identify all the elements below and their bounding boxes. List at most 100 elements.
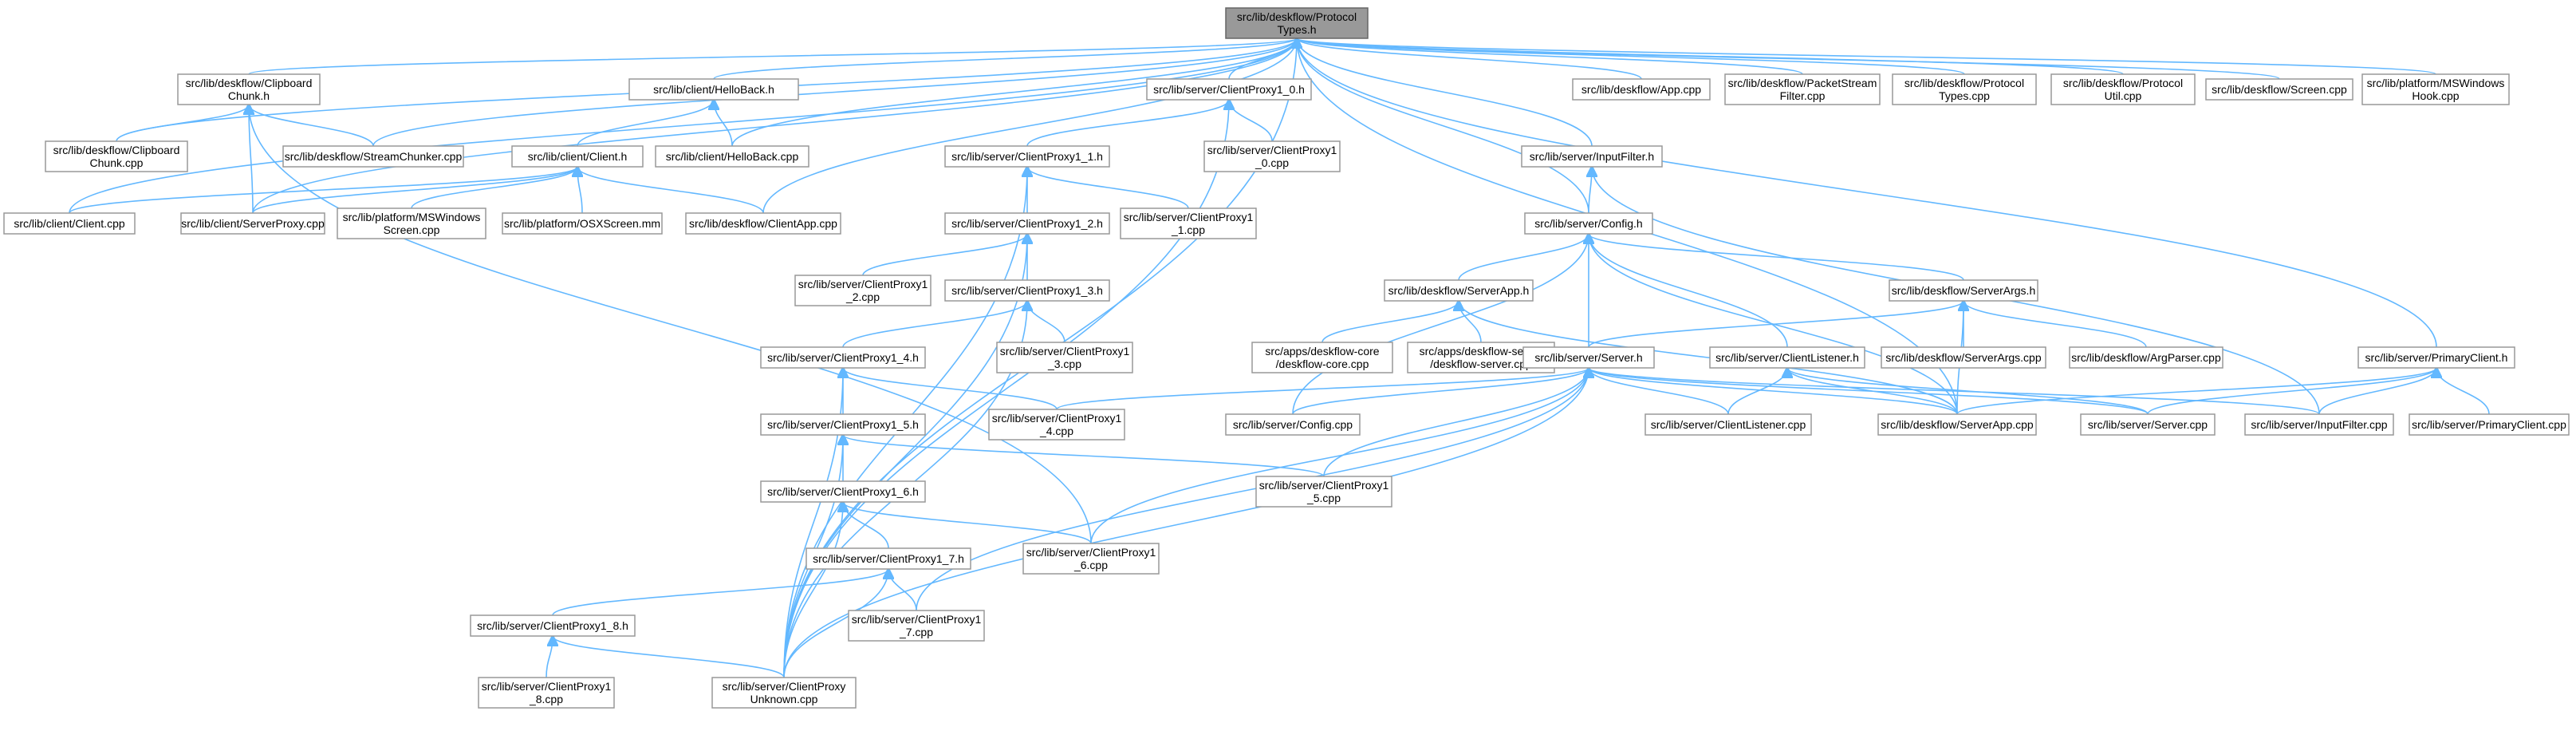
node-box[interactable] [1022, 543, 1160, 575]
node-box[interactable] [2050, 73, 2196, 105]
node-box[interactable] [1120, 207, 1257, 239]
node-box[interactable] [1146, 78, 1312, 101]
node-client-listener-cpp[interactable]: src/lib/server/ClientListener.cpp [1644, 413, 1812, 436]
node-box[interactable] [2069, 346, 2223, 369]
node-deskflow-core-cpp[interactable]: src/apps/deskflow-core/deskflow-core.cpp [1251, 342, 1393, 373]
node-stream-chunker-cpp[interactable]: src/lib/deskflow/StreamChunker.cpp [282, 145, 464, 168]
node-hello-back-cpp[interactable]: src/lib/client/HelloBack.cpp [655, 145, 809, 168]
node-server-app-h[interactable]: src/lib/deskflow/ServerApp.h [1384, 279, 1534, 302]
node-box[interactable] [1225, 7, 1369, 39]
node-box[interactable] [45, 140, 188, 172]
node-client-cpp[interactable]: src/lib/client/Client.cpp [3, 212, 136, 235]
node-server-cpp[interactable]: src/lib/server/Server.cpp [2080, 413, 2216, 436]
node-box[interactable] [1892, 73, 2037, 105]
node-clientproxy1-3-h[interactable]: src/lib/server/ClientProxy1_3.h [944, 279, 1110, 302]
node-box[interactable] [470, 614, 636, 637]
node-box[interactable] [2357, 346, 2515, 369]
node-clientproxy1-2-cpp[interactable]: src/lib/server/ClientProxy1_2.cpp [794, 275, 932, 306]
node-server-args-cpp[interactable]: src/lib/deskflow/ServerArgs.cpp [1881, 346, 2046, 369]
node-deskflow-server-cpp[interactable]: src/apps/deskflow-server/deskflow-server… [1407, 342, 1555, 373]
node-box[interactable] [337, 207, 486, 239]
node-box[interactable] [1889, 279, 2038, 302]
node-box[interactable] [1644, 413, 1812, 436]
node-app-cpp[interactable]: src/lib/deskflow/App.cpp [1572, 78, 1711, 101]
node-box[interactable] [848, 610, 985, 642]
node-client-app-cpp[interactable]: src/lib/deskflow/ClientApp.cpp [685, 212, 841, 235]
node-config-cpp[interactable]: src/lib/server/Config.cpp [1225, 413, 1361, 436]
node-clientproxy1-8-cpp[interactable]: src/lib/server/ClientProxy1_8.cpp [478, 677, 615, 709]
node-input-filter-cpp[interactable]: src/lib/server/InputFilter.cpp [2244, 413, 2394, 436]
node-box[interactable] [2244, 413, 2394, 436]
node-box[interactable] [1225, 413, 1361, 436]
node-box[interactable] [3, 212, 136, 235]
node-box[interactable] [760, 480, 926, 503]
node-box[interactable] [502, 212, 663, 235]
node-config-h[interactable]: src/lib/server/Config.h [1524, 212, 1653, 235]
node-client-h[interactable]: src/lib/client/Client.h [511, 145, 644, 168]
node-arg-parser-cpp[interactable]: src/lib/deskflow/ArgParser.cpp [2069, 346, 2223, 369]
node-clientproxy1-5-h[interactable]: src/lib/server/ClientProxy1_5.h [760, 413, 926, 436]
node-box[interactable] [944, 279, 1110, 302]
node-box[interactable] [944, 212, 1110, 235]
node-server-app-cpp[interactable]: src/lib/deskflow/ServerApp.cpp [1877, 413, 2037, 436]
node-box[interactable] [511, 145, 644, 168]
node-clientproxy1-7-cpp[interactable]: src/lib/server/ClientProxy1_7.cpp [848, 610, 985, 642]
node-osx-screen-mm[interactable]: src/lib/platform/OSXScreen.mm [502, 212, 663, 235]
node-box[interactable] [805, 547, 971, 570]
node-box[interactable] [1877, 413, 2037, 436]
node-box[interactable] [760, 346, 926, 369]
node-client-listener-h[interactable]: src/lib/server/ClientListener.h [1709, 346, 1865, 369]
node-box[interactable] [944, 145, 1110, 168]
node-box[interactable] [1572, 78, 1711, 101]
node-box[interactable] [685, 212, 841, 235]
node-box[interactable] [760, 413, 926, 436]
node-box[interactable] [2409, 413, 2570, 436]
node-box[interactable] [2080, 413, 2216, 436]
node-box[interactable] [711, 677, 857, 709]
node-clientproxy1-4-cpp[interactable]: src/lib/server/ClientProxy1_4.cpp [988, 409, 1125, 441]
node-box[interactable] [177, 73, 321, 105]
node-clientproxy1-3-cpp[interactable]: src/lib/server/ClientProxy1_3.cpp [996, 342, 1133, 373]
node-box[interactable] [655, 145, 809, 168]
node-box[interactable] [282, 145, 464, 168]
node-clientproxy1-2-h[interactable]: src/lib/server/ClientProxy1_2.h [944, 212, 1110, 235]
node-box[interactable] [180, 212, 325, 235]
node-clientproxy1-4-h[interactable]: src/lib/server/ClientProxy1_4.h [760, 346, 926, 369]
node-clientproxy1-0-cpp[interactable]: src/lib/server/ClientProxy1_0.cpp [1203, 140, 1341, 172]
node-box[interactable] [1522, 346, 1655, 369]
node-box[interactable] [1251, 342, 1393, 373]
node-server-args-h[interactable]: src/lib/deskflow/ServerArgs.h [1889, 279, 2038, 302]
node-box[interactable] [1521, 145, 1663, 168]
node-input-filter-h[interactable]: src/lib/server/InputFilter.h [1521, 145, 1663, 168]
node-clientproxy1-7-h[interactable]: src/lib/server/ClientProxy1_7.h [805, 547, 971, 570]
node-clientproxy1-5-cpp[interactable]: src/lib/server/ClientProxy1_5.cpp [1255, 476, 1392, 508]
node-server-h[interactable]: src/lib/server/Server.h [1522, 346, 1655, 369]
node-hello-back-h[interactable]: src/lib/client/HelloBack.h [628, 78, 799, 101]
node-clientproxy1-1-cpp[interactable]: src/lib/server/ClientProxy1_1.cpp [1120, 207, 1257, 239]
node-box[interactable] [1724, 73, 1881, 105]
node-clientproxy1-6-h[interactable]: src/lib/server/ClientProxy1_6.h [760, 480, 926, 503]
node-box[interactable] [1255, 476, 1392, 508]
node-box[interactable] [628, 78, 799, 101]
node-box[interactable] [996, 342, 1133, 373]
node-primary-client-cpp[interactable]: src/lib/server/PrimaryClient.cpp [2409, 413, 2570, 436]
node-box[interactable] [2361, 73, 2510, 105]
node-box[interactable] [794, 275, 932, 306]
node-box[interactable] [1709, 346, 1865, 369]
node-primary-client-h[interactable]: src/lib/server/PrimaryClient.h [2357, 346, 2515, 369]
node-box[interactable] [1203, 140, 1341, 172]
node-box[interactable] [1384, 279, 1534, 302]
node-server-proxy-cpp[interactable]: src/lib/client/ServerProxy.cpp [180, 212, 325, 235]
node-box[interactable] [2205, 78, 2353, 101]
node-clientproxy1-8-h[interactable]: src/lib/server/ClientProxy1_8.h [470, 614, 636, 637]
node-clientproxy1-6-cpp[interactable]: src/lib/server/ClientProxy1_6.cpp [1022, 543, 1160, 575]
node-clientproxy1-1-h[interactable]: src/lib/server/ClientProxy1_1.h [944, 145, 1110, 168]
